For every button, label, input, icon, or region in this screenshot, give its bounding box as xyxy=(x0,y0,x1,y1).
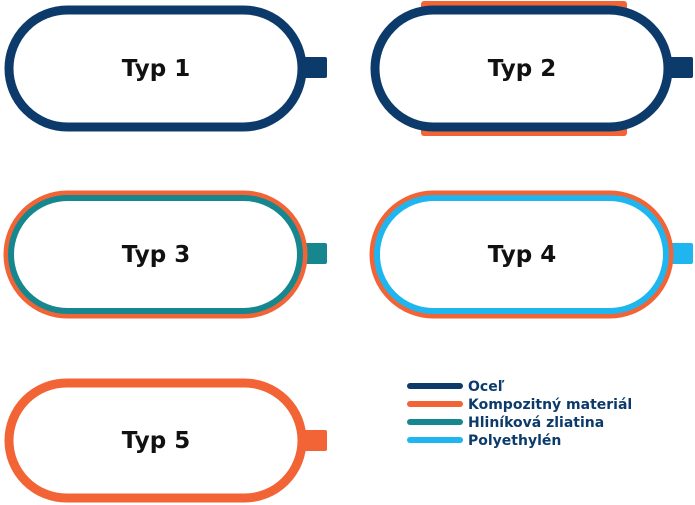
legend-item-aluminium: Hliníková zliatina xyxy=(407,415,604,431)
tank-typ-3-valve xyxy=(302,243,327,264)
tank-typ-3-label: Typ 3 xyxy=(122,242,190,268)
tank-typ-2: Typ 2 xyxy=(370,1,693,136)
tank-typ-5-valve xyxy=(302,430,327,451)
tank-typ-5-composite-shell xyxy=(4,378,307,503)
legend-label-steel: Oceľ xyxy=(468,379,505,395)
legend-label-aluminium: Hliníková zliatina xyxy=(468,415,604,431)
legend-label-composite: Kompozitný materiál xyxy=(468,397,632,413)
legend: Oceľ Kompozitný materiál Hliníková zliat… xyxy=(407,379,632,449)
tank-typ-3-aluminium-liner xyxy=(8,195,303,314)
tank-typ-2-label: Typ 2 xyxy=(488,56,556,82)
tank-typ-4-polyethylene-liner xyxy=(374,195,669,314)
tank-typ-3: Typ 3 xyxy=(3,190,327,319)
tank-typ-4-label: Typ 4 xyxy=(488,242,556,268)
legend-item-composite: Kompozitný materiál xyxy=(407,397,632,413)
tank-typ-2-valve xyxy=(668,57,693,78)
tank-typ-4-valve xyxy=(668,243,693,264)
legend-item-polyethylene: Polyethylén xyxy=(407,433,561,449)
tank-typ-5: Typ 5 xyxy=(4,378,327,503)
tank-typ-1-steel-shell xyxy=(4,5,307,132)
tank-typ-2-steel-shell xyxy=(370,5,673,132)
tank-typ-4: Typ 4 xyxy=(369,190,693,319)
legend-item-steel: Oceľ xyxy=(407,379,505,395)
tank-typ-5-label: Typ 5 xyxy=(122,428,190,454)
tank-typ-1-valve xyxy=(302,57,327,78)
legend-label-polyethylene: Polyethylén xyxy=(468,433,561,449)
tank-typ-1: Typ 1 xyxy=(4,5,327,132)
tank-typ-1-label: Typ 1 xyxy=(122,56,190,82)
